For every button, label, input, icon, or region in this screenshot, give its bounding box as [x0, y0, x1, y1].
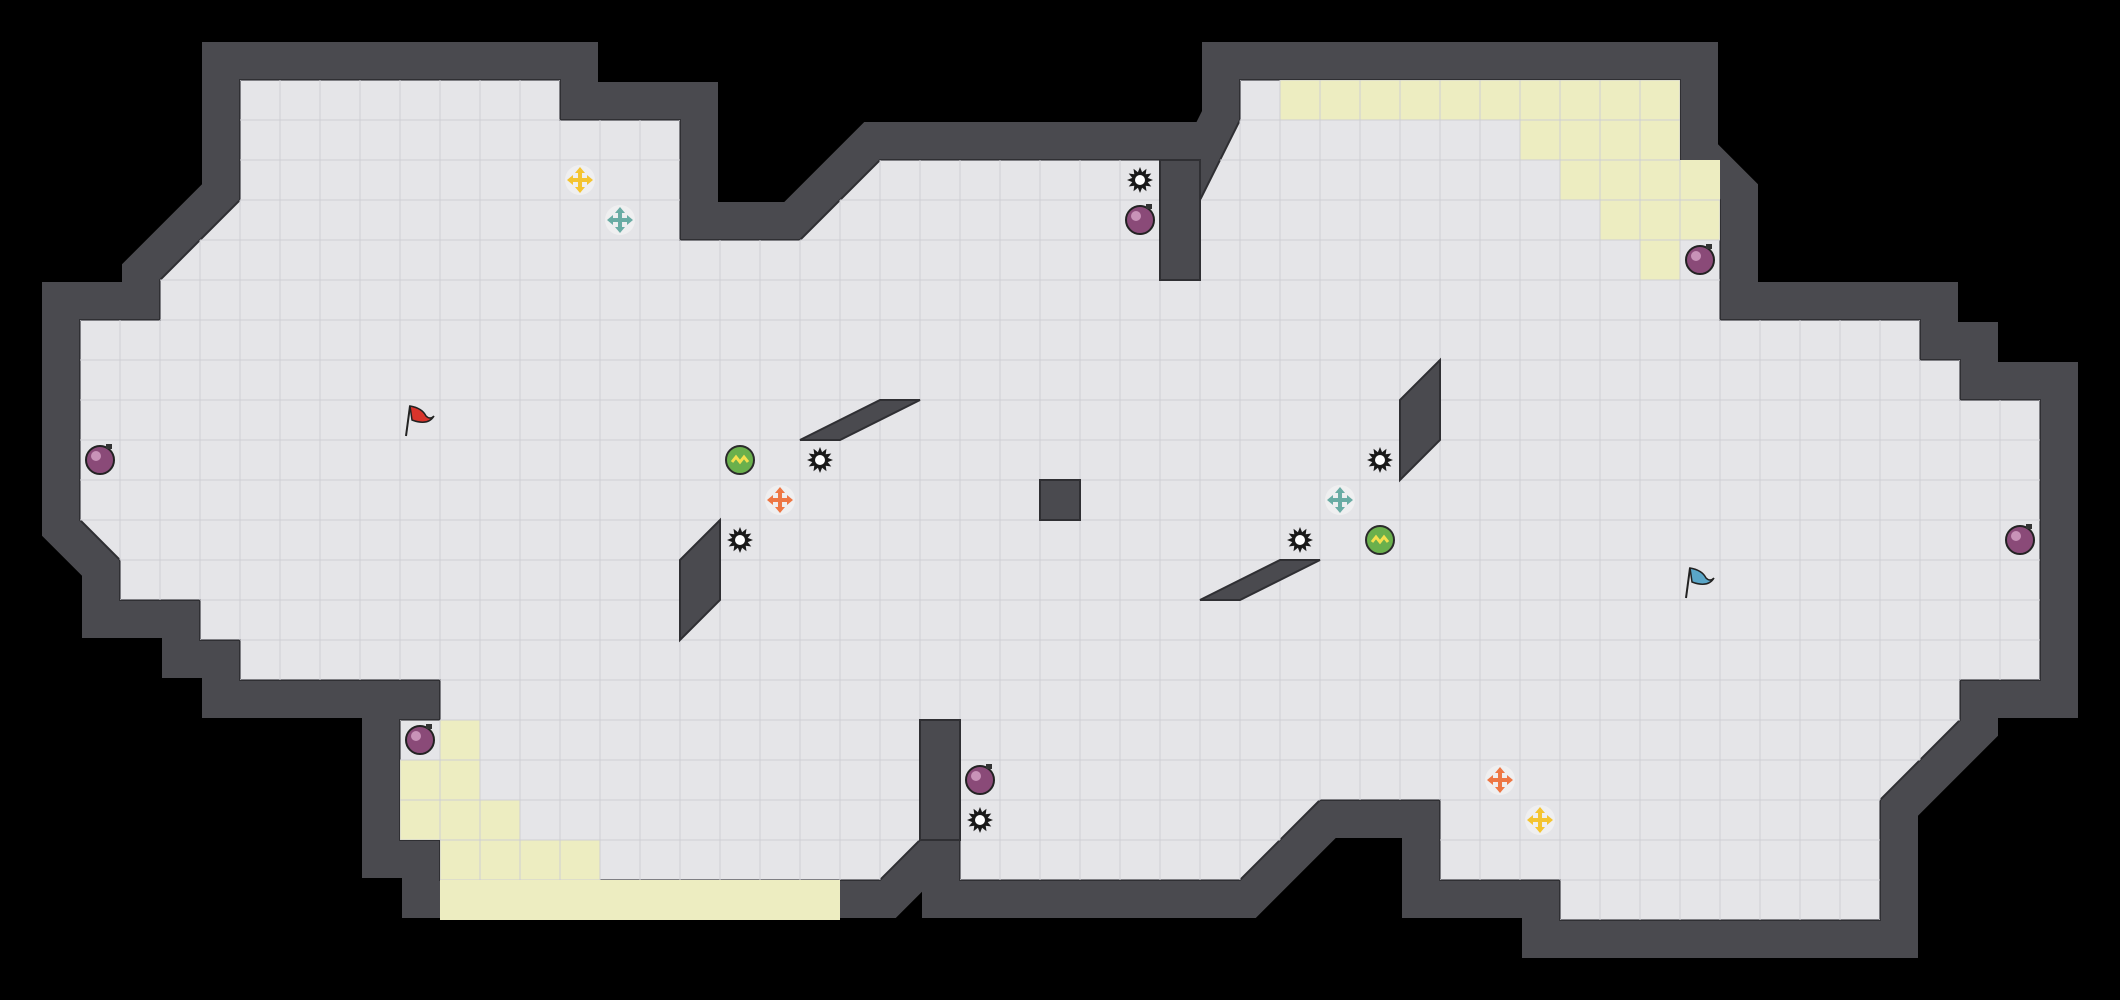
base-zone-tile: [1600, 120, 1640, 160]
base-zone-tile: [1640, 80, 1680, 120]
base-zone-tile: [1320, 80, 1360, 120]
base-zone-tile: [520, 880, 560, 920]
base-zone-tile: [440, 720, 480, 760]
base-zone-tile: [400, 800, 440, 840]
base-zone-tile: [1480, 80, 1520, 120]
boost-pad-icon: [725, 445, 755, 475]
base-zone-tile: [480, 800, 520, 840]
base-zone-tile: [640, 880, 680, 920]
base-zone-tile: [1680, 200, 1720, 240]
wall-block: [1199, 559, 1321, 601]
flag-icon: [1685, 567, 1715, 599]
spike-mine-icon: [1367, 447, 1393, 473]
base-zone-tile: [520, 840, 560, 880]
spike-mine-icon: [1287, 527, 1313, 553]
spike-mine-icon: [807, 447, 833, 473]
base-zone-tile: [1560, 80, 1600, 120]
base-zones: [400, 80, 1720, 920]
bomb-icon: [85, 444, 115, 475]
base-zone-tile: [440, 800, 480, 840]
powerup-orange-icon: [1485, 765, 1515, 795]
base-zone-tile: [1400, 80, 1440, 120]
walls: [679, 159, 1441, 841]
base-zone-tile: [440, 880, 480, 920]
base-zone-tile: [480, 880, 520, 920]
powerup-yellow-icon: [565, 165, 595, 195]
base-zone-tile: [1640, 240, 1680, 280]
base-zone-tile: [560, 880, 600, 920]
wall-block: [1399, 357, 1441, 483]
powerup-teal-icon: [1325, 485, 1355, 515]
base-zone-tile: [1640, 200, 1680, 240]
bomb-icon: [405, 724, 435, 755]
boost-pad-icon: [1365, 525, 1395, 555]
base-zone-tile: [1640, 160, 1680, 200]
base-zone-tile: [1560, 160, 1600, 200]
flag-icon: [405, 405, 435, 437]
spike-mine-icon: [967, 807, 993, 833]
base-zone-tile: [480, 840, 520, 880]
base-zone-tile: [680, 880, 720, 920]
base-zone-tile: [400, 760, 440, 800]
base-zone-tile: [1680, 160, 1720, 200]
base-zone-tile: [1360, 80, 1400, 120]
base-zone-tile: [760, 880, 800, 920]
powerup-orange-icon: [765, 485, 795, 515]
bomb-icon: [965, 764, 995, 795]
base-zone-tile: [1600, 200, 1640, 240]
bomb-icon: [1685, 244, 1715, 275]
base-zone-tile: [560, 840, 600, 880]
base-zone-tile: [1640, 120, 1680, 160]
base-zone-tile: [1560, 120, 1600, 160]
base-zone-tile: [1280, 80, 1320, 120]
base-zone-tile: [1600, 80, 1640, 120]
base-zone-tile: [600, 880, 640, 920]
base-zone-tile: [1440, 80, 1480, 120]
bomb-icon: [1125, 204, 1155, 235]
base-zone-tile: [440, 760, 480, 800]
base-zone-tile: [440, 840, 480, 880]
base-zone-tile: [1600, 160, 1640, 200]
base-zone-tile: [800, 880, 840, 920]
wall-block: [799, 399, 921, 441]
wall-block: [1039, 479, 1081, 521]
base-zone-tile: [1520, 80, 1560, 120]
base-zone-tile: [720, 880, 760, 920]
spike-mine-icon: [1127, 167, 1153, 193]
spike-mine-icon: [727, 527, 753, 553]
wall-block: [1159, 159, 1201, 281]
powerup-yellow-icon: [1525, 805, 1555, 835]
entities: [85, 165, 2035, 835]
wall-block: [679, 517, 721, 643]
bomb-icon: [2005, 524, 2035, 555]
powerup-teal-icon: [605, 205, 635, 235]
base-zone-tile: [1520, 120, 1560, 160]
wall-block: [919, 719, 961, 841]
